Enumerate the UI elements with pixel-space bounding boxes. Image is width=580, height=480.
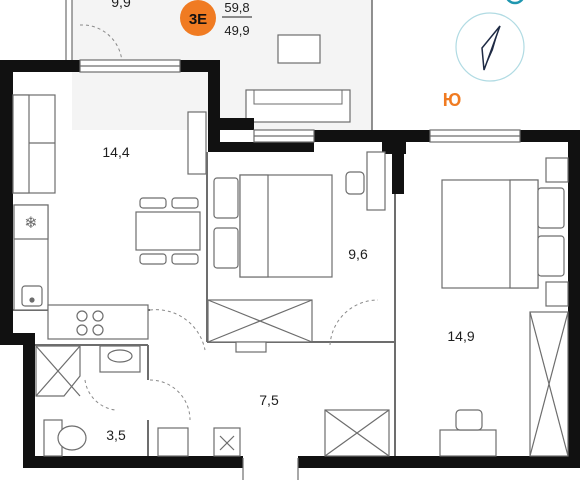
compass-south-label: Ю [443, 90, 462, 110]
apartment-badge: 3E [180, 0, 216, 36]
balcony-table [277, 34, 321, 64]
living-area: 49,9 [224, 23, 249, 38]
hall-area: 7,5 [259, 392, 279, 408]
desk [439, 429, 497, 457]
total-area: 59,8 [224, 0, 249, 15]
small-bedroom-furniture [207, 151, 386, 343]
balcony-area: 9,9 [111, 0, 131, 10]
door-swings [84, 299, 379, 421]
kitchen-furniture [12, 94, 207, 340]
dining-table [135, 211, 201, 251]
bathroom-fixtures [35, 345, 141, 457]
bathroom-area: 3,5 [106, 427, 126, 443]
hall-furniture [157, 341, 390, 457]
walls [0, 60, 580, 468]
kitchen-area: 14,4 [102, 144, 129, 160]
entrance [242, 458, 299, 480]
bedroom-large-area: 14,9 [447, 328, 474, 344]
bedroom-small-area: 9,6 [348, 246, 368, 262]
windows [79, 59, 521, 143]
apartment-code: 3E [189, 11, 207, 28]
large-bedroom-furniture [439, 157, 569, 457]
compass [455, 0, 525, 82]
balcony-sofa [245, 89, 351, 123]
snowflake-icon: ❄ [24, 213, 37, 232]
